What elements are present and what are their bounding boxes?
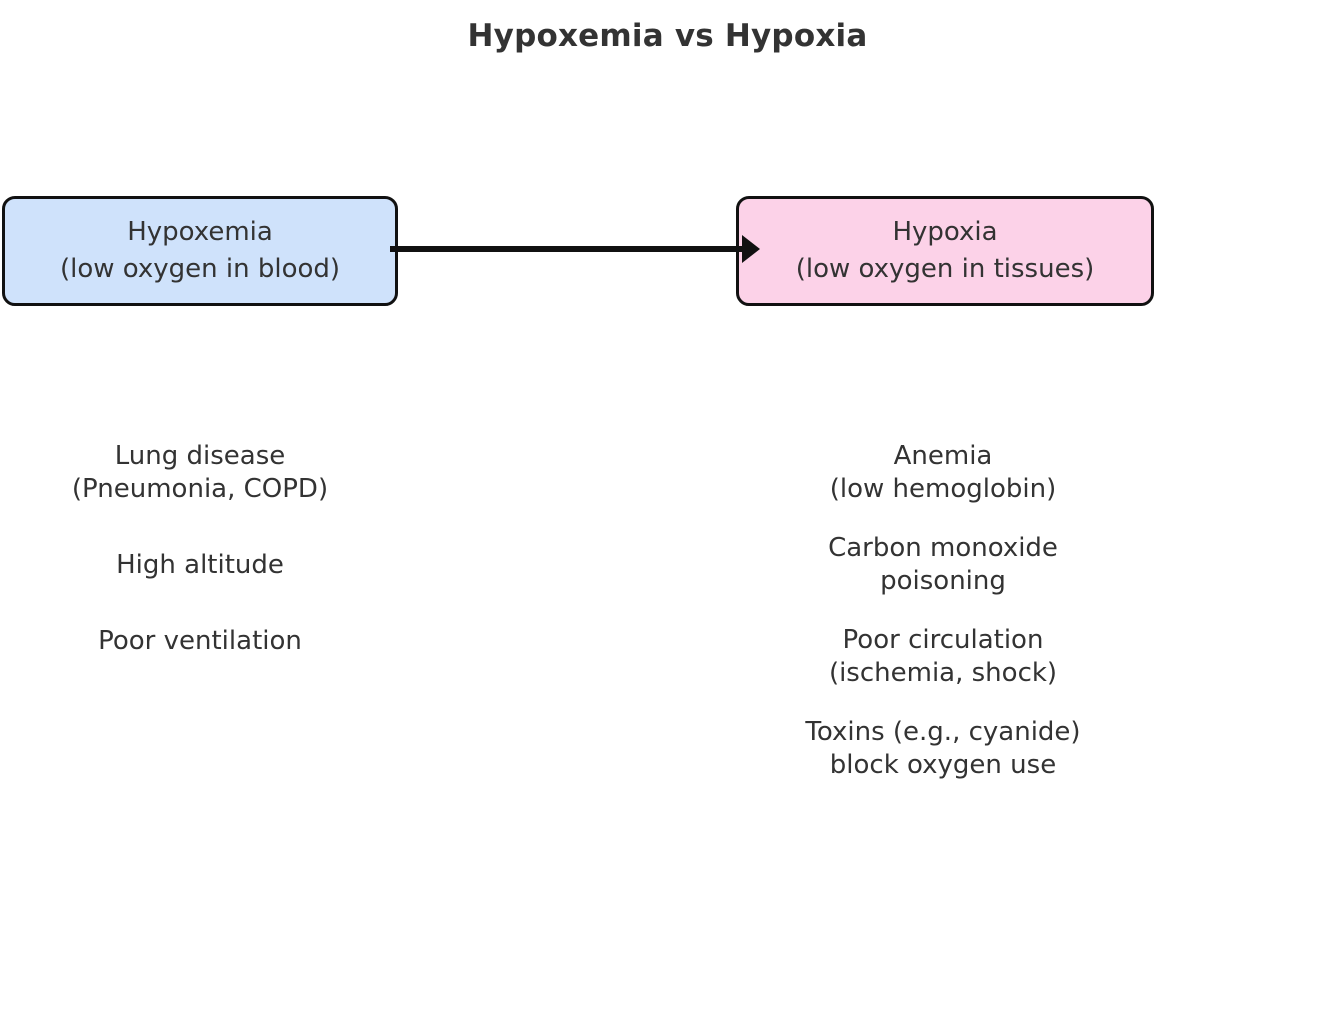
page-title: Hypoxemia vs Hypoxia	[467, 18, 868, 54]
node-hypoxia-label: Hypoxia (low oxygen in tissues)	[795, 217, 1095, 284]
cause-list-hypoxemia: Lung disease (Pneumonia, COPD) High alti…	[40, 440, 360, 701]
cause-item: High altitude	[116, 550, 284, 580]
cause-item: Anemia (low hemoglobin)	[829, 441, 1057, 504]
node-hypoxemia-label: Hypoxemia (low oxygen in blood)	[59, 217, 341, 284]
connector-hypoxemia-to-hypoxia	[390, 235, 760, 263]
cause-item: Toxins (e.g., cyanide) block oxygen use	[805, 717, 1081, 780]
node-hypoxemia[interactable]: Hypoxemia (low oxygen in blood)	[2, 196, 398, 306]
cause-list-hypoxia: Anemia (low hemoglobin) Carbon monoxide …	[768, 440, 1118, 808]
cause-item: Carbon monoxide poisoning	[828, 533, 1058, 596]
cause-item: Poor ventilation	[98, 626, 302, 656]
cause-item: Poor circulation (ischemia, shock)	[828, 625, 1058, 688]
cause-item: Lung disease (Pneumonia, COPD)	[71, 441, 329, 504]
node-hypoxia[interactable]: Hypoxia (low oxygen in tissues)	[736, 196, 1154, 306]
